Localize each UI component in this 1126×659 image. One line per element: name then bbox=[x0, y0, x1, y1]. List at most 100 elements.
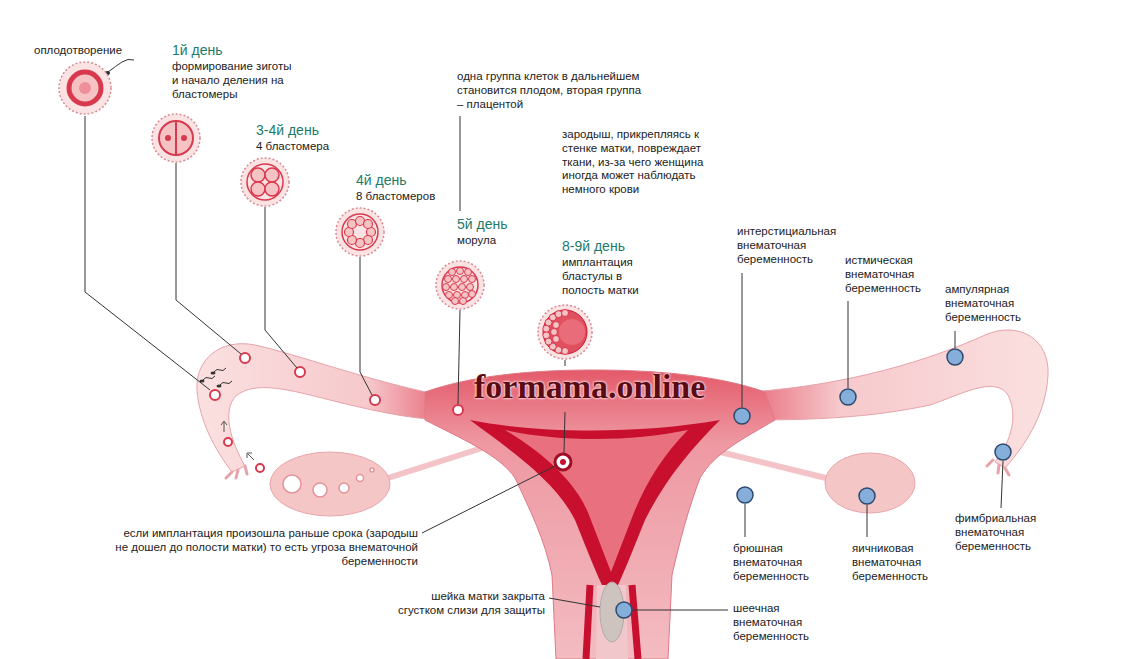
ectopic-site-marker bbox=[737, 487, 753, 503]
stage-note: имплантация бластулы в полость матки bbox=[562, 256, 667, 297]
egg-path-arrow bbox=[247, 453, 254, 460]
day-label: 3-4й день bbox=[256, 122, 366, 139]
embryo-stage bbox=[461, 276, 468, 283]
leader-line bbox=[955, 331, 956, 348]
warning-note: если имплантация произошла раньше срока … bbox=[110, 527, 418, 568]
ectopic-site-marker bbox=[616, 602, 632, 618]
fallopian-tube bbox=[226, 466, 247, 478]
leader-line bbox=[458, 310, 460, 404]
ectopic-label: фимбриальная внематочная беременность bbox=[955, 512, 1075, 553]
embryo-stage bbox=[165, 135, 171, 141]
leader-line bbox=[848, 301, 849, 388]
embryo-stage bbox=[446, 292, 453, 299]
embryo-stage bbox=[342, 214, 378, 250]
embryo-stage bbox=[251, 168, 265, 182]
embryo-stage bbox=[443, 268, 476, 305]
ectopic-site-marker bbox=[947, 349, 963, 365]
leader-line bbox=[745, 504, 746, 537]
sperm-head bbox=[104, 71, 222, 388]
embryo-stage bbox=[543, 332, 550, 339]
ectopic-site-marker bbox=[734, 408, 750, 424]
embryo-stage bbox=[553, 336, 560, 343]
embryo-stage bbox=[79, 82, 91, 94]
sperm bbox=[214, 368, 226, 372]
day-label: 1й день bbox=[172, 42, 292, 59]
embryo-stage bbox=[241, 158, 289, 206]
stage-note: 4 бластомера bbox=[256, 140, 366, 154]
embryo-stage bbox=[152, 114, 200, 162]
implantation-site bbox=[560, 459, 566, 465]
embryo-stage bbox=[453, 276, 460, 283]
embryo-stage bbox=[538, 305, 592, 359]
embryo-stage bbox=[562, 348, 569, 355]
ectopic-label: яичниковая внематочная беременность bbox=[852, 542, 947, 583]
embryo-stage bbox=[457, 268, 464, 275]
follicle bbox=[283, 468, 374, 497]
egg bbox=[256, 464, 264, 472]
follicle bbox=[357, 475, 364, 482]
ectopic-label: ампулярная внематочная беременность bbox=[945, 283, 1050, 324]
stage-note: 8 бластомеров bbox=[356, 190, 466, 204]
embryo-stage bbox=[459, 284, 466, 291]
ectopic-site-marker bbox=[840, 389, 856, 405]
embryo-stage bbox=[436, 261, 484, 309]
embryo-stage bbox=[159, 121, 193, 155]
egg bbox=[210, 390, 220, 400]
egg-path-arrow bbox=[221, 421, 254, 460]
embryo-stage bbox=[265, 182, 279, 196]
ectopic-site-marker bbox=[995, 444, 1011, 460]
sperm bbox=[220, 381, 232, 385]
day-label: 8-9й день bbox=[562, 238, 682, 255]
leader-line bbox=[85, 116, 1003, 610]
embryo-stage bbox=[175, 121, 177, 155]
egg bbox=[210, 353, 463, 472]
leader-line bbox=[460, 116, 461, 211]
embryo-stage bbox=[251, 182, 265, 196]
embryo-stage bbox=[469, 291, 476, 298]
leader-line bbox=[85, 116, 210, 390]
follicle bbox=[339, 483, 349, 493]
embryo-stage bbox=[449, 269, 456, 276]
implantation-site bbox=[555, 454, 571, 470]
fallopian-tube bbox=[750, 330, 1048, 468]
anatomy-note: шейка матки закрыта сгустком слизи для з… bbox=[390, 590, 545, 618]
embryo-stage bbox=[543, 310, 587, 354]
sperm bbox=[108, 59, 232, 385]
embryo-stage bbox=[460, 298, 467, 305]
egg bbox=[370, 395, 380, 405]
sperm-head bbox=[211, 371, 216, 374]
egg-path-arrow bbox=[221, 421, 227, 432]
embryo-stage bbox=[562, 310, 569, 317]
egg bbox=[240, 353, 250, 363]
leader-line bbox=[1001, 461, 1003, 508]
embryo-stage bbox=[465, 269, 472, 276]
stage-note: морула bbox=[457, 234, 557, 248]
egg bbox=[224, 438, 232, 446]
watermark: formama.online bbox=[474, 370, 736, 404]
sperm bbox=[203, 376, 215, 380]
sperm bbox=[108, 59, 134, 72]
implantation-site bbox=[555, 454, 571, 470]
fallopian-tube bbox=[987, 460, 1009, 475]
uterus bbox=[505, 430, 688, 572]
embryo-stage bbox=[247, 164, 283, 200]
leader-line bbox=[360, 257, 372, 395]
leader-line bbox=[549, 598, 600, 607]
leader-line bbox=[265, 207, 297, 368]
uterus bbox=[470, 420, 720, 585]
ectopic-label: истмическая внематочная беременность bbox=[845, 254, 955, 295]
embryo-stage bbox=[467, 284, 474, 291]
leader-line bbox=[742, 273, 743, 407]
leader-line bbox=[176, 163, 241, 354]
day-label: 5й день bbox=[457, 216, 557, 233]
embryo-stage bbox=[443, 284, 450, 291]
embryo-stage bbox=[364, 220, 373, 229]
ectopic-label: шеечная внематочная беременность bbox=[733, 602, 843, 643]
embryo-stage bbox=[551, 329, 558, 336]
ectopic-label: интерстициальная внематочная беременност… bbox=[737, 225, 843, 266]
embryo-stage bbox=[553, 322, 560, 329]
embryo-stage bbox=[336, 208, 384, 256]
ovarian-ligament bbox=[712, 450, 826, 478]
follicle bbox=[283, 475, 301, 493]
